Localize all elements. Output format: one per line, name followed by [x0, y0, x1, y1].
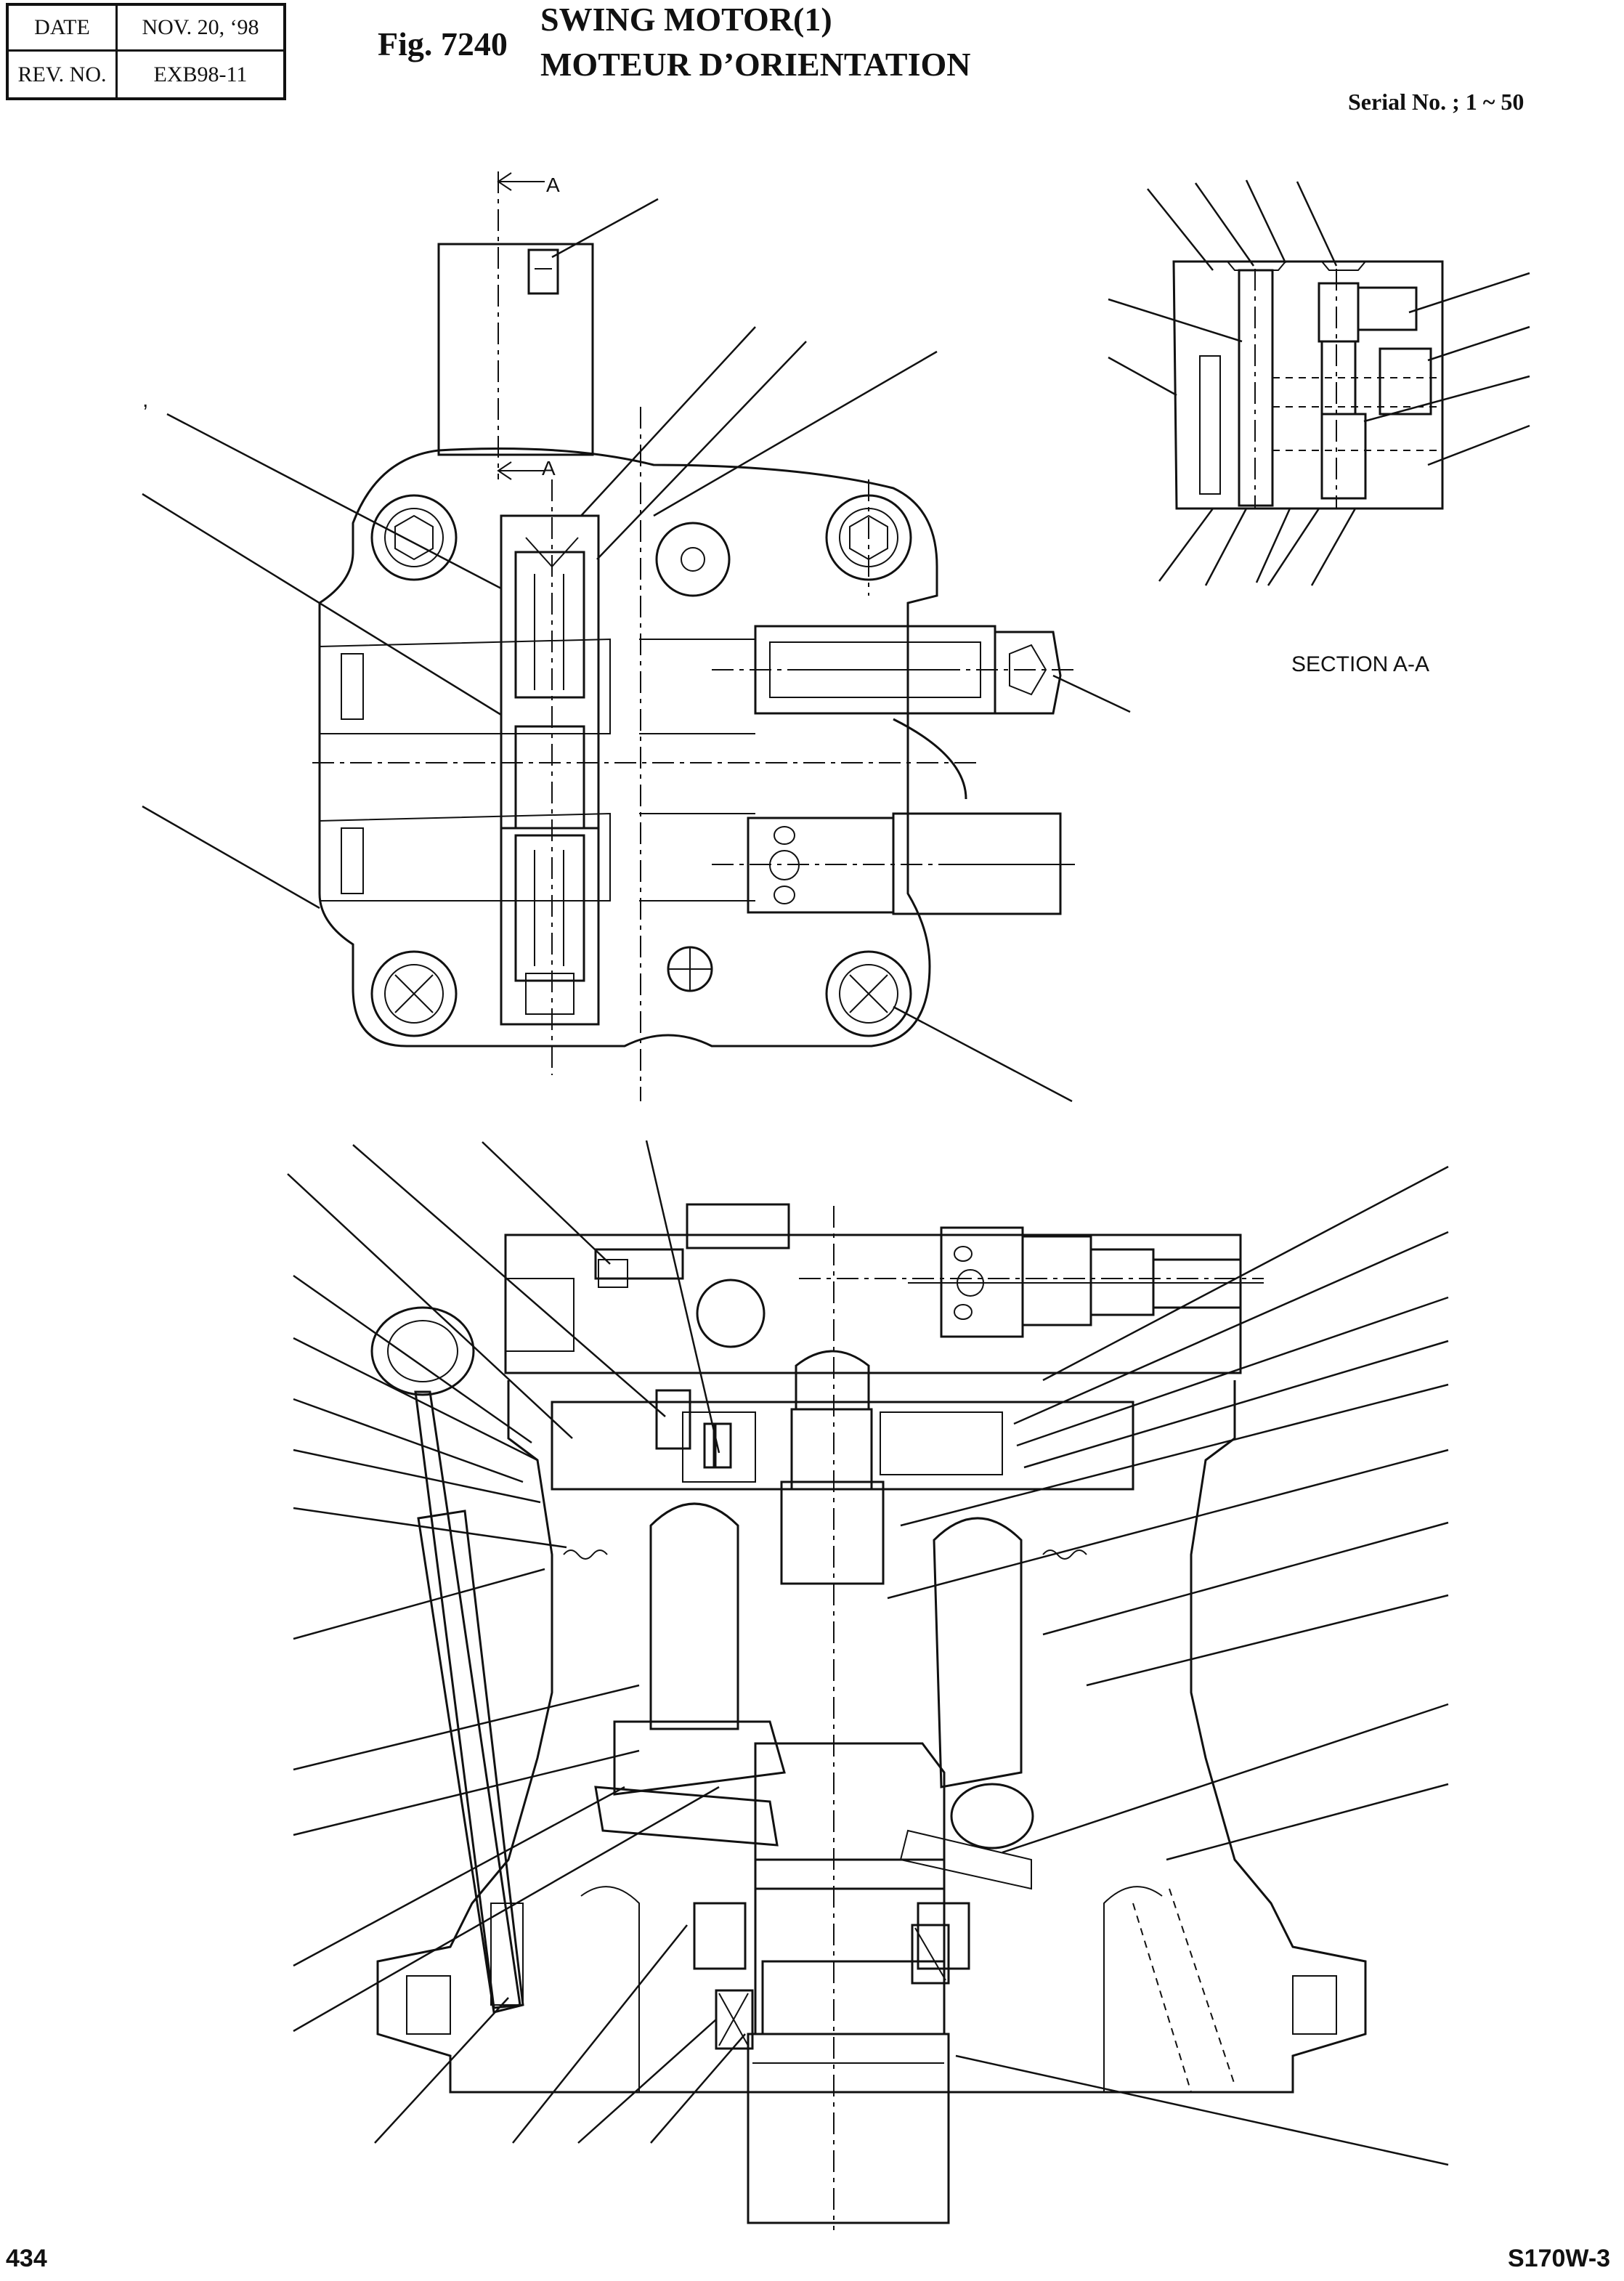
stray-mark: ,	[142, 388, 148, 412]
model-code: S170W-3	[1508, 2245, 1611, 2272]
title-english: SWING MOTOR(1)	[540, 1, 832, 38]
valve-block-plan-view: A A	[142, 171, 1131, 1103]
section-marker-a-top: A	[546, 174, 560, 196]
date-value: NOV. 20, ‘98	[142, 15, 259, 39]
revision-value: EXB98-11	[153, 62, 248, 86]
section-marker-a-bottom: A	[542, 457, 556, 479]
serial-number-range: Serial No. ; 1 ~ 50	[1348, 89, 1524, 115]
date-label: DATE	[9, 6, 118, 49]
section-a-a-label: SECTION A-A	[1291, 652, 1429, 676]
revision-row: REV. NO. EXB98-11	[9, 52, 283, 97]
date-row: DATE NOV. 20, ‘98	[9, 6, 283, 52]
revision-label: REV. NO.	[9, 52, 118, 97]
section-a-a-view: SECTION A-A	[1108, 179, 1530, 676]
swing-motor-section-view	[287, 1140, 1449, 2230]
page-number: 434	[6, 2245, 47, 2272]
title-french: MOTEUR D’ORIENTATION	[540, 46, 971, 83]
revision-info-box: DATE NOV. 20, ‘98 REV. NO. EXB98-11	[6, 3, 286, 100]
figure-number: Fig. 7240	[378, 25, 508, 62]
